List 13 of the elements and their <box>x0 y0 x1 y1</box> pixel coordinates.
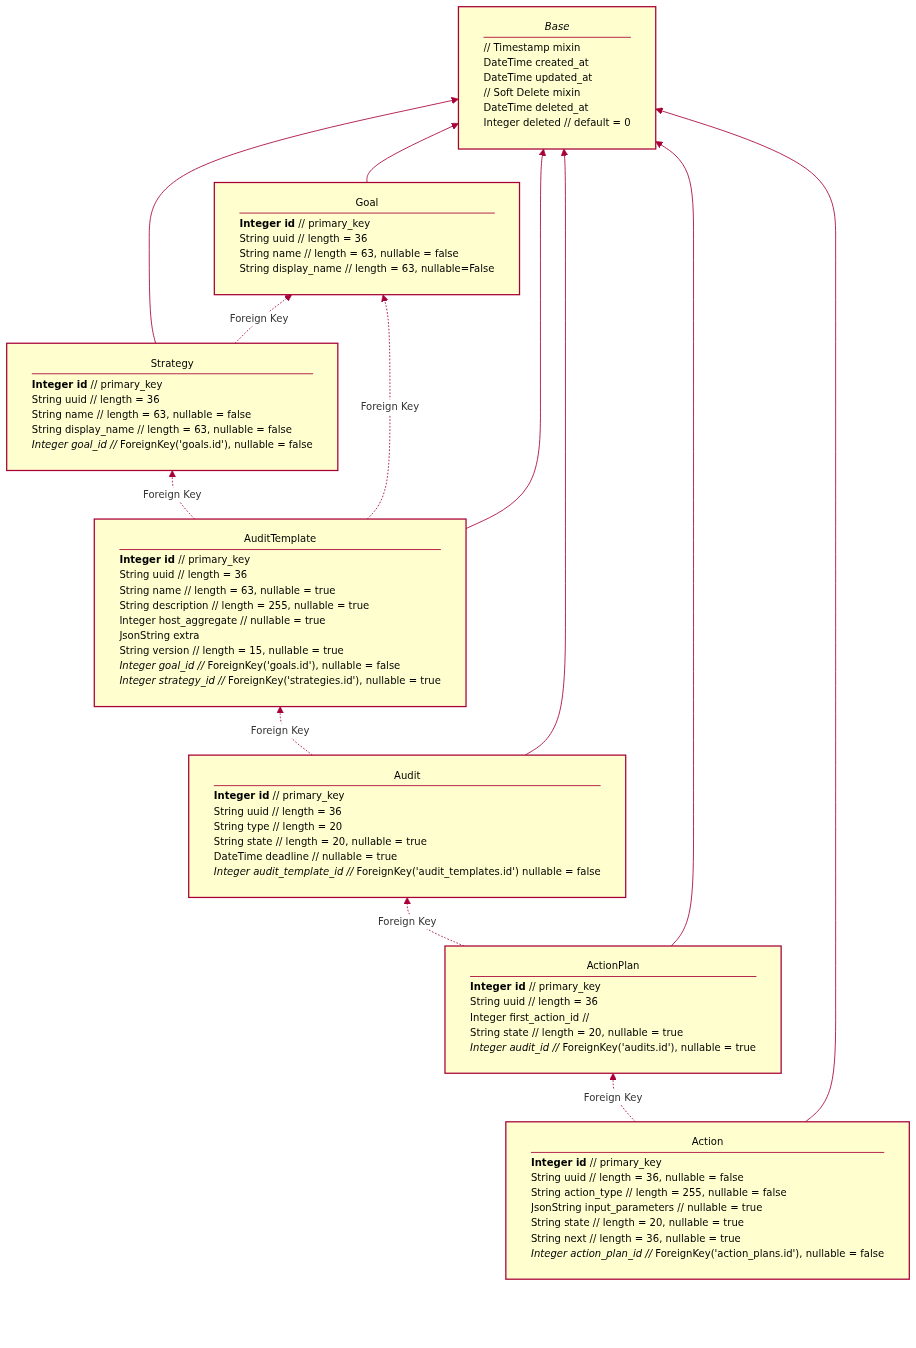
edge-label: Foreign Key <box>250 724 310 737</box>
edge-label: Foreign Key <box>360 401 420 413</box>
edge-label: Foreign Key <box>377 915 437 928</box>
node-box: Base // Timestamp mixin DateTime created_at DateTime updated_at // Soft Delete mixin DateTime deleted_at Integer deleted // default = 0 <box>457 6 657 150</box>
node-box: ActionPlan Integer id // primary_key String uuid // length = 36 Integer first_action_id // String state // length = 20, nullable = true Integer audit_id // ForeignKey('audits.id'), nullable = true <box>444 945 782 1074</box>
node-box: Strategy Integer id // primary_key String uuid // length = 36 String name // length = 63, nullable = false String display_name // length = 63, nullable = false Integer goal_id // ForeignKey('goals.id'), nullable = false <box>6 342 339 472</box>
node-box: Audit Integer id // primary_key String uuid // length = 36 String type // length = 20 String state // length = 20, nullable = true DateTime deadline // nullable = true Integer audit_template_id // ForeignKey('audit_templates.id') nullable = false <box>188 754 627 899</box>
node-box: AuditTemplate Integer id // primary_key String uuid // length = 36 String name // length = 63, nullable = true String description // length = 255, nullable = true Integer host_aggregate // nullable = true JsonString extra String version // length = 15, nullable = true Integer goal_id // ForeignKey('goals.id'), nullable = false Integer strategy_id // ForeignKey('strategies.id'), nullable = true <box>93 518 467 708</box>
edge-label: Foreign Key <box>583 1091 643 1104</box>
edge-label: Foreign Key <box>142 488 202 501</box>
edge-label: Foreign Key <box>229 313 289 325</box>
node-box: Action Integer id // primary_key String uuid // length = 36, nullable = false String action_type // length = 255, nullable = false JsonString input_parameters // nullable = true String state // length = 20, nullable = true String next // length = 36, nullable = true Integer action_plan_id // ForeignKey('action_plans.id'), nullable = false <box>505 1121 910 1280</box>
node-box: Goal Integer id // primary_key String uuid // length = 36 String name // length = 63, nullable = false String display_name // length = 63, nullable=False <box>213 181 521 296</box>
